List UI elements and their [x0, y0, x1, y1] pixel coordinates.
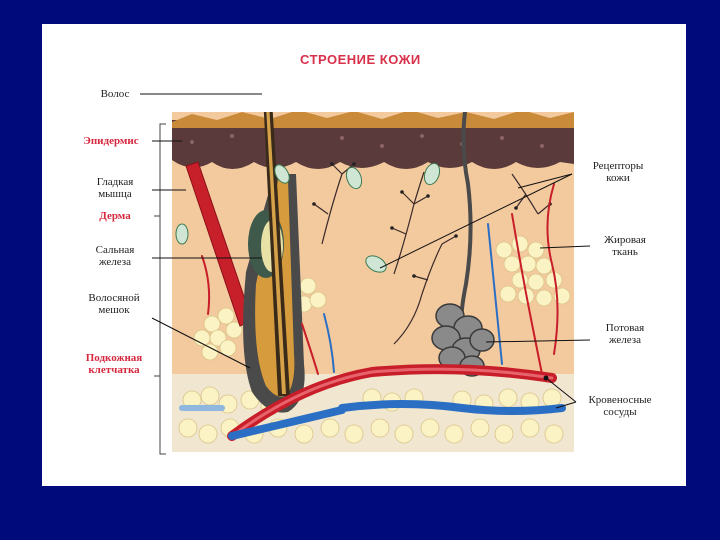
label-hair-follicle: Волосяной мешок [88, 292, 140, 316]
label-sweat-gland: Потовая железа [605, 322, 645, 346]
label-hair: Волос [100, 88, 130, 100]
label-vessels: Кровеносные сосуды [588, 394, 652, 418]
label-epidermis: Эпидермис [83, 135, 139, 147]
diagram-title: СТРОЕНИЕ КОЖИ [300, 52, 421, 67]
sweat-gland-shape [431, 303, 495, 377]
blood-vessels [179, 183, 566, 441]
leader-lines [140, 93, 591, 409]
label-receptors: Рецепторы кожи [592, 160, 644, 184]
skin-diagram [140, 93, 591, 455]
label-hypodermis: Подкожная клетчатка [85, 352, 143, 376]
label-dermis: Дерма [99, 210, 131, 222]
slide: СТРОЕНИЕ КОЖИ Волос Эпидермис Гладкая мы… [42, 24, 686, 486]
receptor-shapes [175, 162, 441, 273]
nerve-fibers [313, 163, 551, 345]
sweat-duct [459, 112, 473, 325]
layer-bracket [159, 123, 166, 455]
label-sebaceous-gland: Сальная железа [95, 244, 135, 268]
label-smooth-muscle: Гладкая мышца [96, 176, 134, 200]
label-adipose: Жировая ткань [604, 234, 646, 258]
